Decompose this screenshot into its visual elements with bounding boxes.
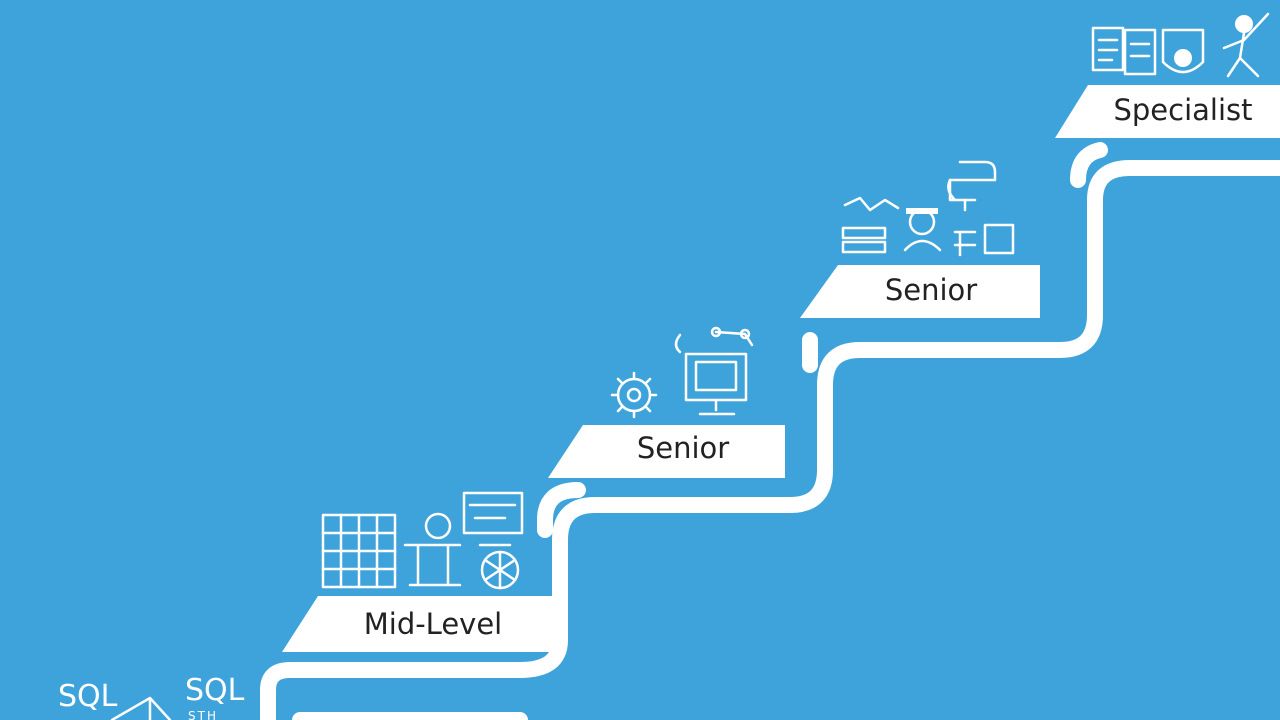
step-label-specialist: Specialist	[1113, 93, 1252, 127]
gear-icon	[610, 371, 658, 419]
person-icon	[903, 208, 942, 252]
monitor-icon	[462, 491, 524, 547]
globe-icon	[480, 550, 520, 590]
code-window-icon	[953, 223, 1015, 257]
step-platform-senior-2	[800, 265, 1040, 318]
step-platform-senior-1	[548, 425, 785, 478]
sql-sublabel: STH	[188, 709, 218, 720]
step-label-senior-1: Senior	[637, 431, 729, 465]
step-platform-specialist	[1055, 85, 1280, 138]
person-at-desk-icon	[403, 512, 462, 587]
shield-icon	[1161, 28, 1205, 74]
winding-path	[260, 142, 1280, 720]
climbing-person-icon	[1222, 12, 1270, 78]
desktop-monitor-icon	[684, 352, 748, 416]
grid-table-icon	[321, 513, 397, 589]
python-logo-icon	[947, 160, 997, 212]
network-nodes-icon	[674, 326, 754, 354]
tent-icon	[110, 696, 172, 720]
document-icon	[1091, 26, 1125, 72]
sql-label-right: SQL	[185, 673, 245, 708]
database-stack-icon	[841, 196, 900, 254]
step-label-mid-level: Mid-Level	[364, 607, 503, 641]
clipboard-icon	[1123, 28, 1157, 76]
sql-label-left: SQL	[58, 679, 118, 714]
step-platform-mid-level	[282, 596, 560, 652]
step-label-senior-2: Senior	[885, 273, 977, 307]
